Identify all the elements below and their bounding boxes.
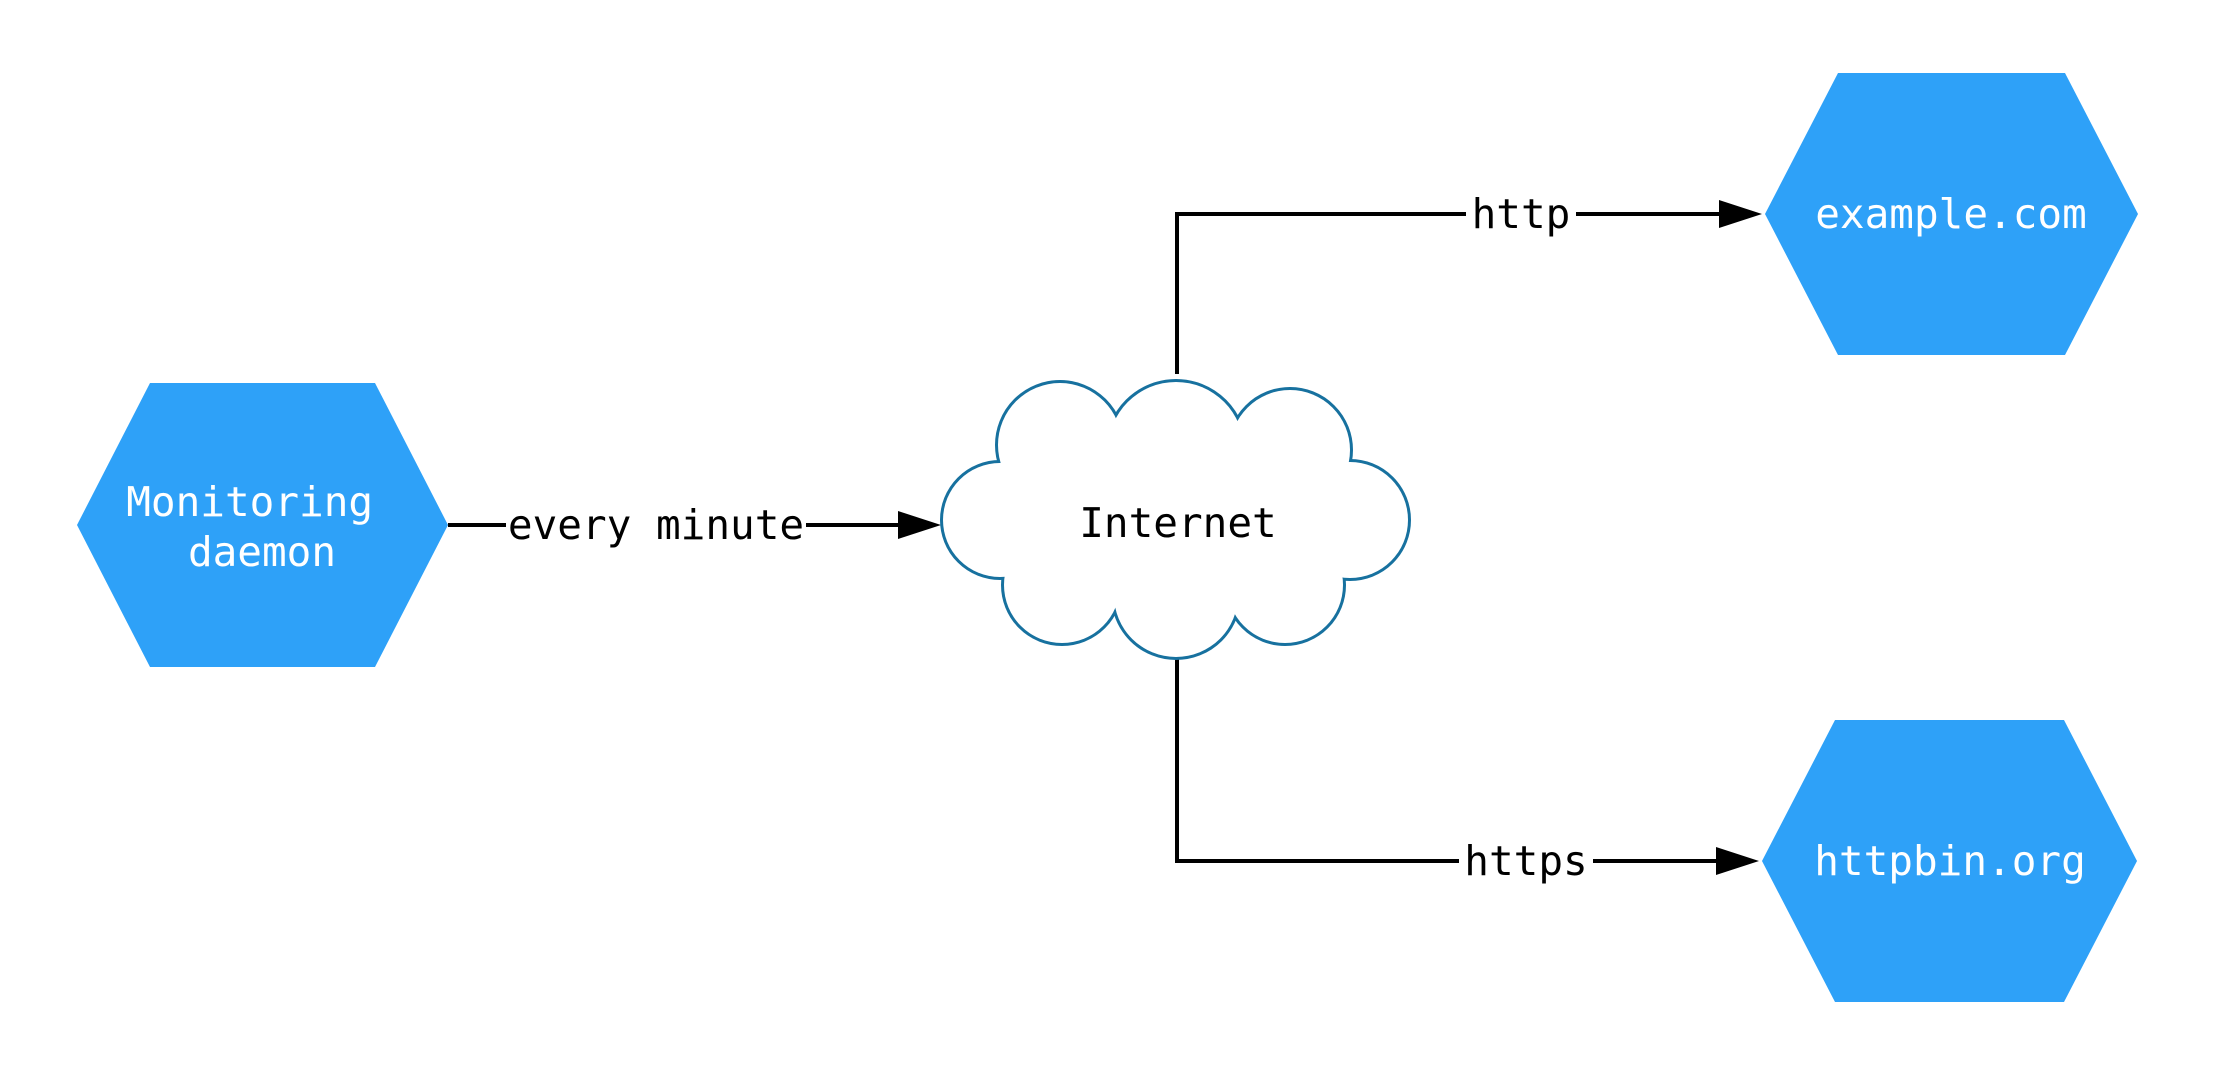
httpbin-org-node xyxy=(1762,720,2137,1002)
edge-https-label: https xyxy=(1464,837,1587,885)
example-com-label: example.com xyxy=(1815,190,2087,238)
hexagon-node-labels: Monitoring daemon example.com httpbin.or… xyxy=(126,190,2087,885)
cloud-center-fill xyxy=(1016,430,1336,610)
internet-label: Internet xyxy=(1079,499,1276,547)
monitoring-daemon-label: Monitoring daemon xyxy=(126,478,398,576)
cloud-body xyxy=(943,382,1408,657)
edge-http-line xyxy=(1175,212,1723,374)
monitoring-daemon-label-line1: Monitoring xyxy=(126,478,373,526)
monitoring-daemon-label-line2: daemon xyxy=(188,528,336,576)
example-com-node xyxy=(1765,73,2138,355)
httpbin-org-label: httpbin.org xyxy=(1814,837,2086,885)
edge-label-bg xyxy=(506,498,806,552)
edge-label-bg xyxy=(1459,834,1593,888)
monitoring-daemon-node xyxy=(77,383,448,667)
edge-label-backgrounds xyxy=(506,187,1593,888)
arrowhead-icon xyxy=(898,511,941,539)
edge-labels: every minute http https xyxy=(508,190,1588,885)
edge-https-line xyxy=(1175,650,1720,863)
edge-http-label: http xyxy=(1472,190,1571,238)
hexagon-nodes xyxy=(77,73,2138,1002)
internet-cloud-node: Internet xyxy=(940,379,1411,660)
arrowhead-icon xyxy=(1719,200,1762,228)
edge-label-bg xyxy=(1466,187,1576,241)
arrowhead-icon xyxy=(1716,847,1759,875)
edge-every-minute-label: every minute xyxy=(508,501,804,549)
edge-arrowheads xyxy=(898,200,1762,875)
